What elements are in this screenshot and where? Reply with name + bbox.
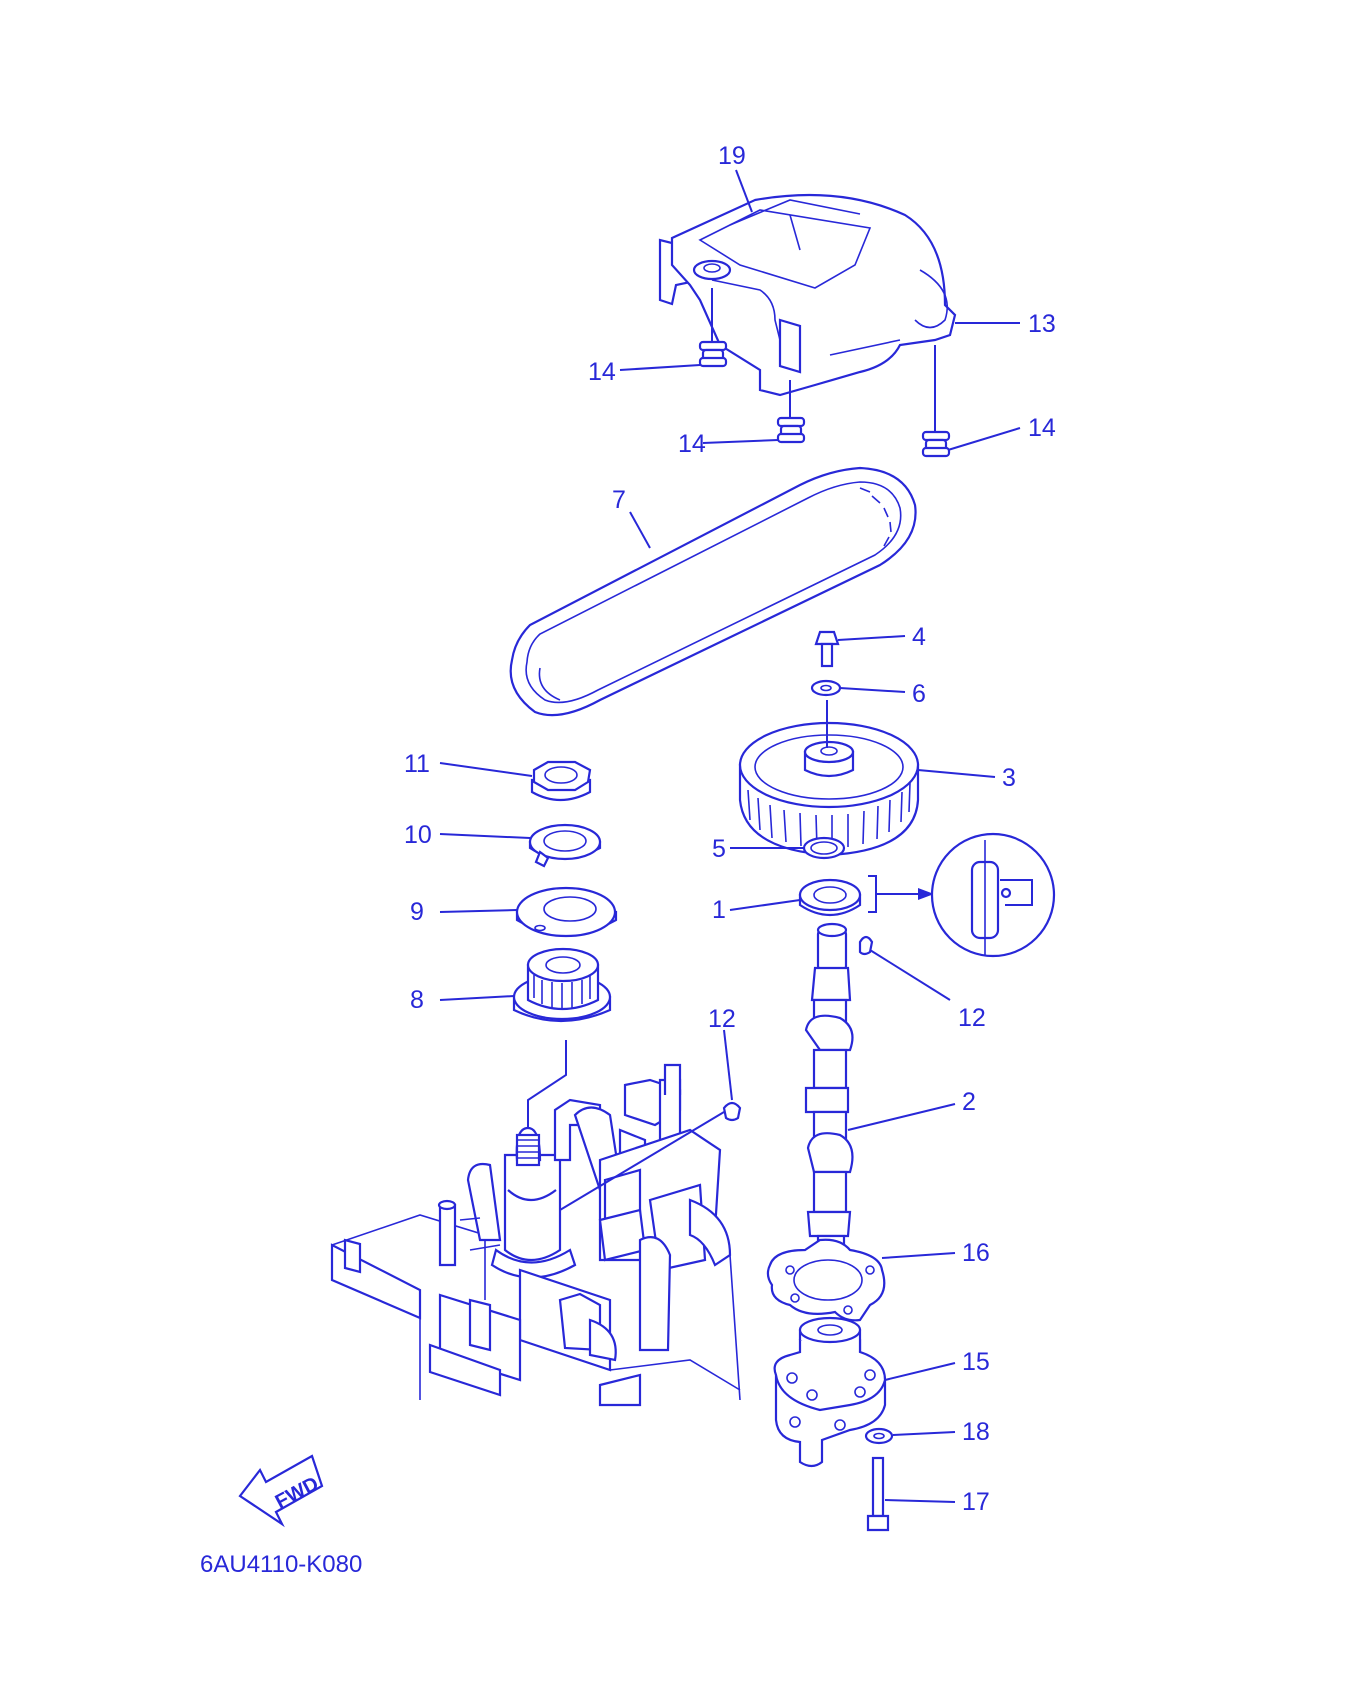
grommet-14-left — [698, 288, 728, 368]
detail-inset-circle — [930, 832, 1056, 958]
key-12-crankshaft — [559, 1101, 742, 1211]
crankcase-assembly — [330, 1063, 741, 1407]
callout-13: 13 — [1028, 310, 1056, 338]
camshaft — [804, 922, 854, 1268]
callout-15: 15 — [962, 1348, 990, 1376]
lock-washer-10 — [528, 823, 602, 868]
callout-2: 2 — [962, 1088, 976, 1116]
washer-6 — [810, 679, 842, 697]
diagram-code: 6AU4110-K080 — [200, 1551, 362, 1578]
fwd-arrow-icon: FWD — [238, 1454, 324, 1528]
drive-sprocket-8 — [512, 947, 612, 1023]
callout-11: 11 — [404, 750, 430, 778]
callout-labels: 19 13 14 14 14 7 4 6 3 11 10 5 1 9 12 8 … — [404, 142, 1056, 1516]
gasket-16 — [766, 1238, 886, 1322]
callout-3: 3 — [1002, 764, 1016, 792]
callout-8: 8 — [410, 986, 424, 1014]
callout-16: 16 — [962, 1239, 990, 1267]
crankshaft-end — [515, 1133, 541, 1167]
callout-4: 4 — [912, 623, 926, 651]
bolt-4 — [814, 630, 840, 668]
callout-9: 9 — [410, 898, 424, 926]
key-12-camshaft — [858, 935, 874, 956]
grommet-14-middle — [776, 380, 806, 444]
callout-14-left: 14 — [588, 358, 616, 386]
nut-11 — [530, 760, 592, 802]
leader-lines — [439, 169, 1021, 1503]
grommet-14-right — [921, 345, 951, 458]
callout-14-right: 14 — [1028, 414, 1056, 442]
oil-pump-15 — [773, 1316, 887, 1468]
camshaft-pulley — [738, 700, 920, 857]
callout-7: 7 — [612, 486, 626, 514]
timing-belt — [509, 466, 917, 717]
callout-6: 6 — [912, 680, 926, 708]
callout-12-camshaft: 12 — [958, 1004, 986, 1032]
callout-19: 19 — [718, 142, 746, 170]
callout-5: 5 — [712, 835, 726, 863]
washer-18 — [864, 1427, 894, 1445]
callout-12-crankshaft: 12 — [708, 1005, 736, 1033]
o-ring-5 — [802, 836, 846, 860]
callout-1: 1 — [712, 896, 726, 924]
oil-seal-1 — [798, 875, 934, 916]
callout-10: 10 — [404, 821, 432, 849]
plate-9 — [515, 886, 618, 938]
bolt-17 — [866, 1456, 890, 1532]
callout-18: 18 — [962, 1418, 990, 1446]
callout-14-middle: 14 — [678, 430, 706, 458]
timing-belt-cover — [658, 193, 957, 397]
callout-17: 17 — [962, 1488, 990, 1516]
leader-sprocket-to-crank — [527, 1040, 567, 1135]
